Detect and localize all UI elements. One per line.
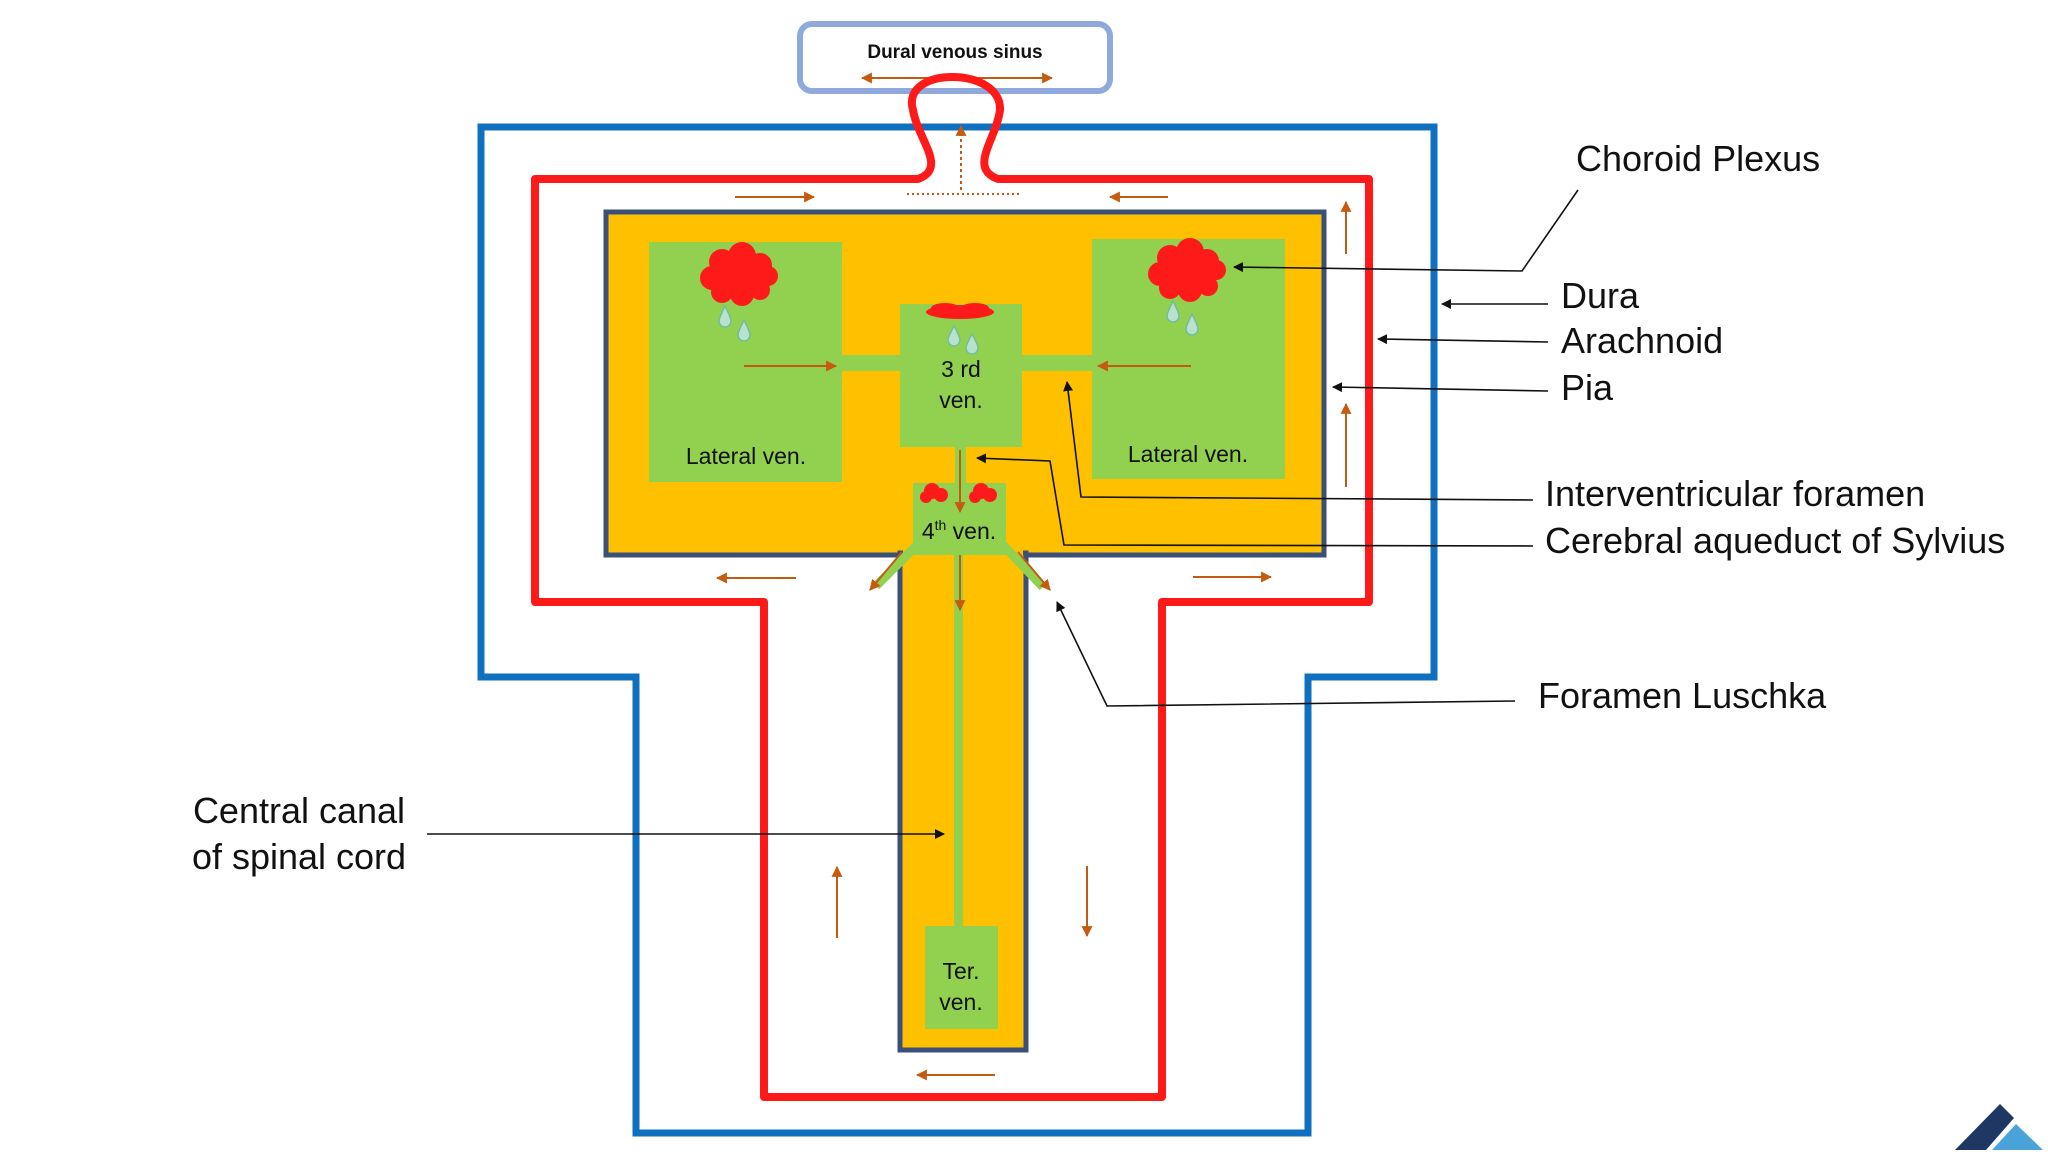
central-canal <box>954 553 963 928</box>
cerebral-aqueduct-leader <box>976 453 1534 547</box>
third-ventricle-label-line2: ven. <box>939 387 982 413</box>
dura-layer <box>477 123 1438 1137</box>
foramen-luschka-right <box>999 541 1047 591</box>
interventricular-foramen-right <box>1020 355 1094 371</box>
fourth-ventricle-label: 4th ven. <box>922 517 996 544</box>
terminal-ventricle-label-line2: ven. <box>939 989 982 1015</box>
terminal-ventricle-label-line1: Ter. <box>942 958 979 984</box>
choroid-plexus-third <box>926 303 994 319</box>
arachnoid-leader <box>1377 334 1549 345</box>
third-ventricle-label-line1: 3 rd <box>941 356 981 382</box>
choroid-plexus-leader <box>1233 189 1579 273</box>
third-ventricle <box>900 304 1022 447</box>
choroid-plexus-right-lateral <box>1148 238 1226 302</box>
flow-arrow <box>869 551 903 591</box>
terminal-ventricle <box>925 926 998 1029</box>
csf-flow-arrows <box>715 124 1352 1081</box>
arachnoid-layer <box>531 73 1373 1101</box>
choroid-plexus-left <box>700 242 778 306</box>
dural-venous-sinus-label: Dural venous sinus <box>867 42 1042 63</box>
cerebral-aqueduct-label: Cerebral aqueduct of Sylvius <box>1545 520 2005 561</box>
lateral-ventricle-left-label: Lateral ven. <box>686 443 806 469</box>
foramen-luschka-label: Foramen Luschka <box>1538 675 1827 716</box>
dural-venous-sinus-box <box>797 21 1113 94</box>
pia-leader <box>1332 382 1549 393</box>
lateral-ventricle-right-label: Lateral ven. <box>1128 441 1248 467</box>
choroid-plexus-label: Choroid Plexus <box>1576 138 1820 179</box>
central-canal-label-line1: Central canal <box>193 790 405 831</box>
flow-arrow <box>1017 551 1051 591</box>
pia-label: Pia <box>1561 367 1614 408</box>
foramen-luschka-left <box>872 541 921 590</box>
foramen-luschka-leader <box>1056 601 1516 707</box>
interventricular-foramen-left <box>842 355 902 371</box>
mountain-logo-icon <box>1955 1104 2043 1150</box>
interventricular-foramen-label: Interventricular foramen <box>1545 473 1925 514</box>
arachnoid-label: Arachnoid <box>1561 320 1723 361</box>
central-canal-label-line2: of spinal cord <box>192 836 406 877</box>
leader-lines <box>427 189 1579 839</box>
interventricular-foramen-leader <box>1063 381 1534 501</box>
choroid-plexus-fourth <box>920 483 997 503</box>
dura-label: Dura <box>1561 275 1640 316</box>
csf-droplet-icons <box>718 299 1199 355</box>
